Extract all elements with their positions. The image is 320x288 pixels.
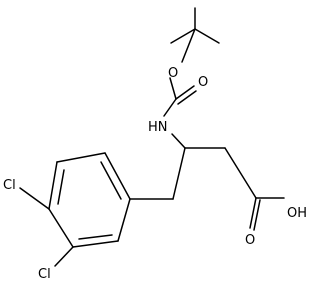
bond-tbu-methyl-left	[170, 28, 196, 44]
ring-bond-2	[56, 152, 106, 163]
atom-carbonyl-oxygen-acid: O	[245, 233, 255, 248]
bond-n-ch	[171, 133, 186, 149]
bond-cooh-c-o-a	[249, 197, 257, 229]
bond-tbu-o	[181, 28, 196, 63]
bond-ch-ch2-left	[172, 147, 186, 200]
ring-bond-4	[48, 208, 74, 248]
bond-carbonyl-c-n	[163, 98, 177, 117]
ring-inner-bond-1	[100, 161, 122, 200]
atom-amine-nh: HN	[148, 120, 168, 135]
bond-ch2-cooh-c	[224, 147, 257, 199]
ring-bond-6	[117, 198, 131, 242]
ring-inner-bond-2	[57, 169, 65, 205]
atom-chlorine-para: Cl	[3, 178, 16, 193]
ring-inner-bond-3	[78, 234, 113, 240]
structure-diagram: O O HN Cl Cl OH O	[3, 7, 307, 282]
molecule-canvas: O O HN Cl Cl OH O	[3, 7, 308, 282]
atom-carbonyl-oxygen-carbamate: O	[198, 75, 208, 90]
ring-bond-5	[72, 240, 119, 248]
bond-o-carbonyl-c	[169, 77, 177, 100]
ring-bond-3	[48, 161, 58, 210]
bond-tbu-methyl-right	[194, 28, 220, 44]
atom-ether-oxygen: O	[168, 66, 178, 81]
bond-cooh-c-o-b	[253, 199, 261, 231]
bond-ring-cl-para	[19, 187, 50, 210]
bond-ring-cl-meta	[54, 246, 74, 267]
atom-hydroxyl: OH	[287, 206, 307, 221]
ring-bond-1	[104, 152, 131, 200]
bond-carbonyl-c-o-b	[177, 90, 197, 105]
atom-chlorine-meta: Cl	[38, 267, 51, 282]
bond-carbonyl-c-o-a	[175, 85, 195, 100]
